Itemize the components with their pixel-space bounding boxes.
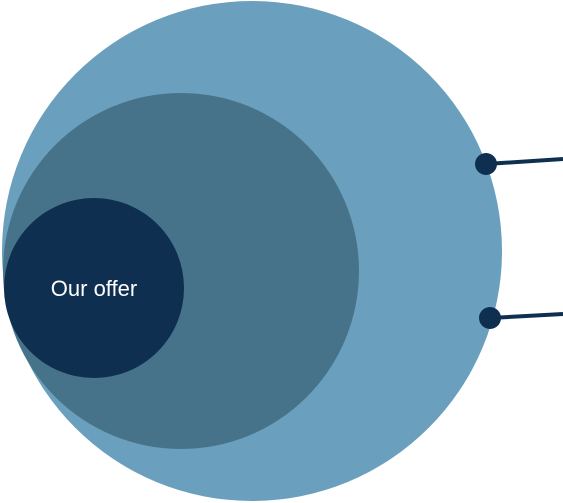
inner-circle-label: Our offer — [51, 276, 137, 301]
connector-dot-top — [475, 153, 497, 175]
connector-dot-bottom — [479, 307, 501, 329]
connector-line-bottom — [489, 312, 563, 320]
connector-line-top — [485, 157, 563, 166]
inner-circle — [4, 198, 184, 378]
